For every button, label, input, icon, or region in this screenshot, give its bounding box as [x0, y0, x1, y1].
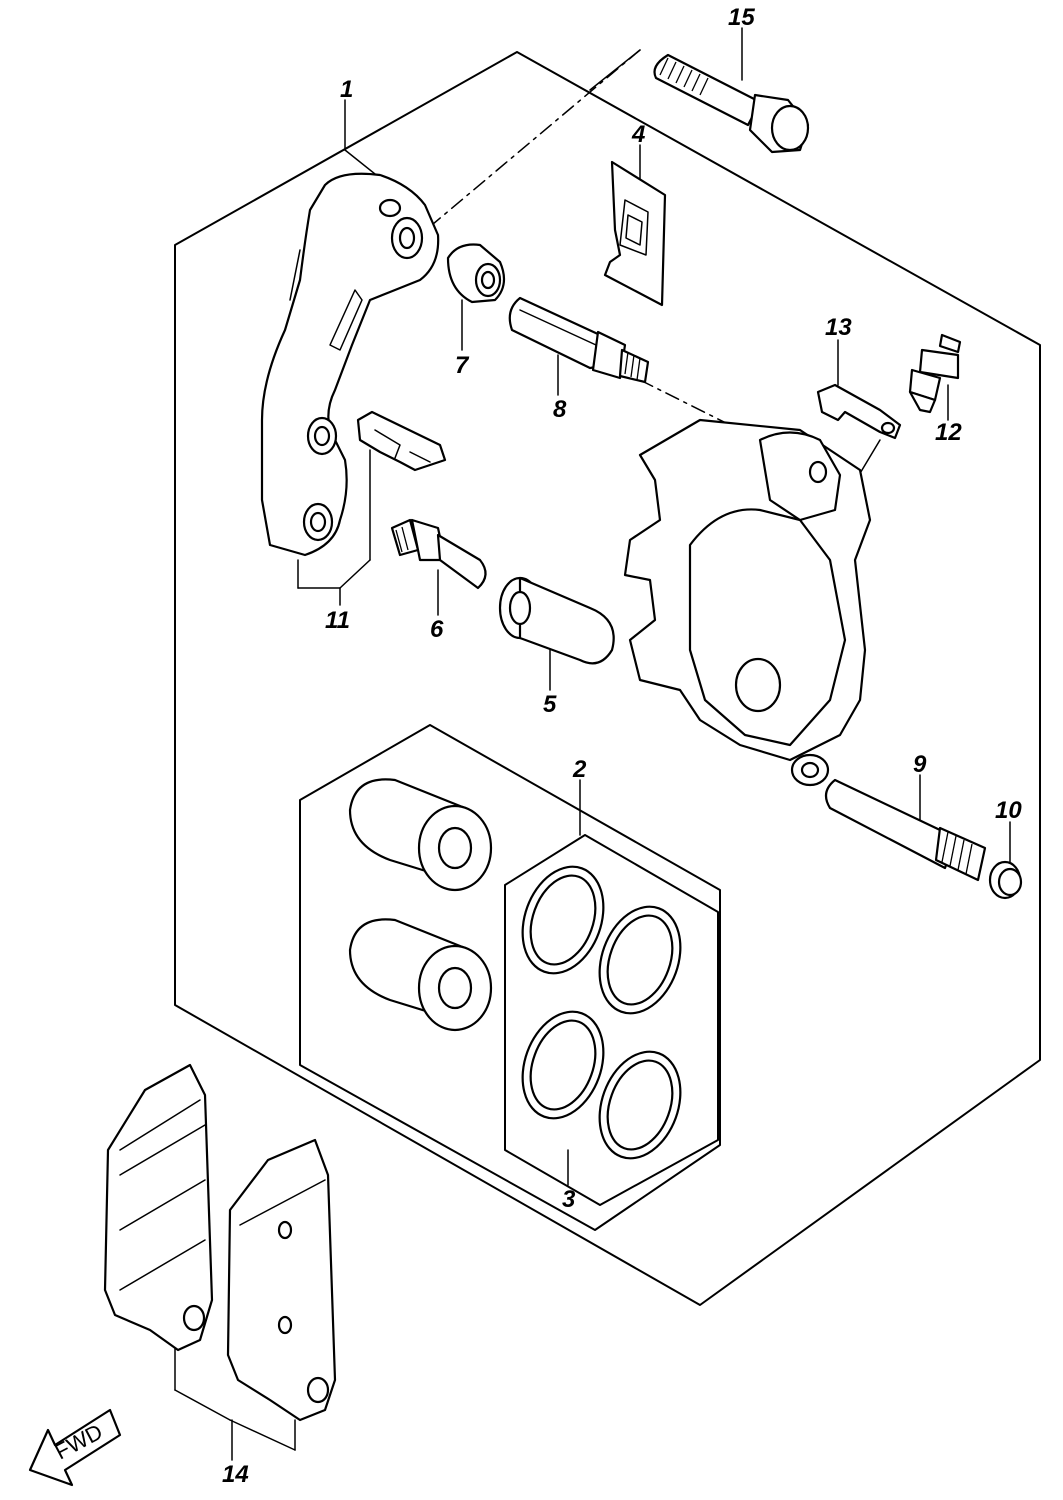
callout-7: 7 [455, 352, 470, 379]
callout-8: 8 [553, 396, 567, 423]
mounting-bolt [653, 53, 810, 154]
callout-11: 11 [325, 607, 350, 634]
pistons [348, 778, 493, 1032]
slide-pin-upper [508, 296, 650, 384]
assembly-outline [174, 51, 1041, 1306]
pad-retainer-plate [603, 160, 667, 307]
callout-5: 5 [543, 691, 557, 718]
callout-14: 14 [222, 1461, 249, 1488]
callout-12: 12 [935, 419, 962, 446]
seal-kit-outline [299, 724, 721, 1231]
piston-upper [348, 778, 493, 892]
caliper-bracket [260, 172, 440, 557]
callout-labels: 1 2 3 4 5 6 7 8 9 10 11 12 13 14 15 [222, 4, 1022, 1488]
callout-13: 13 [825, 314, 852, 341]
brake-pads [103, 1063, 337, 1422]
dust-boot [446, 243, 506, 304]
callout-2: 2 [572, 756, 587, 783]
pin-plug [988, 860, 1023, 900]
brake-pad-front [226, 1138, 337, 1422]
callout-1: 1 [340, 76, 353, 103]
piston-lower [348, 918, 493, 1032]
caliper-pin [498, 576, 615, 665]
pad-spring-clip [356, 410, 447, 472]
slide-pin-lower [390, 518, 487, 590]
callout-15: 15 [728, 4, 755, 31]
callout-9: 9 [913, 751, 927, 778]
callout-3: 3 [562, 1186, 576, 1213]
seal-inner-outline [504, 834, 719, 1206]
callout-6: 6 [430, 616, 444, 643]
brake-pad-rear [103, 1063, 214, 1352]
pad-pin [824, 778, 987, 882]
bleeder-valve [908, 333, 962, 414]
callout-4: 4 [631, 121, 645, 148]
callout-10: 10 [995, 797, 1022, 824]
caliper-body [623, 418, 872, 787]
piston-seals [521, 865, 682, 1160]
fwd-arrow-icon: FWD [28, 1408, 122, 1487]
bleeder-cap [816, 383, 902, 440]
